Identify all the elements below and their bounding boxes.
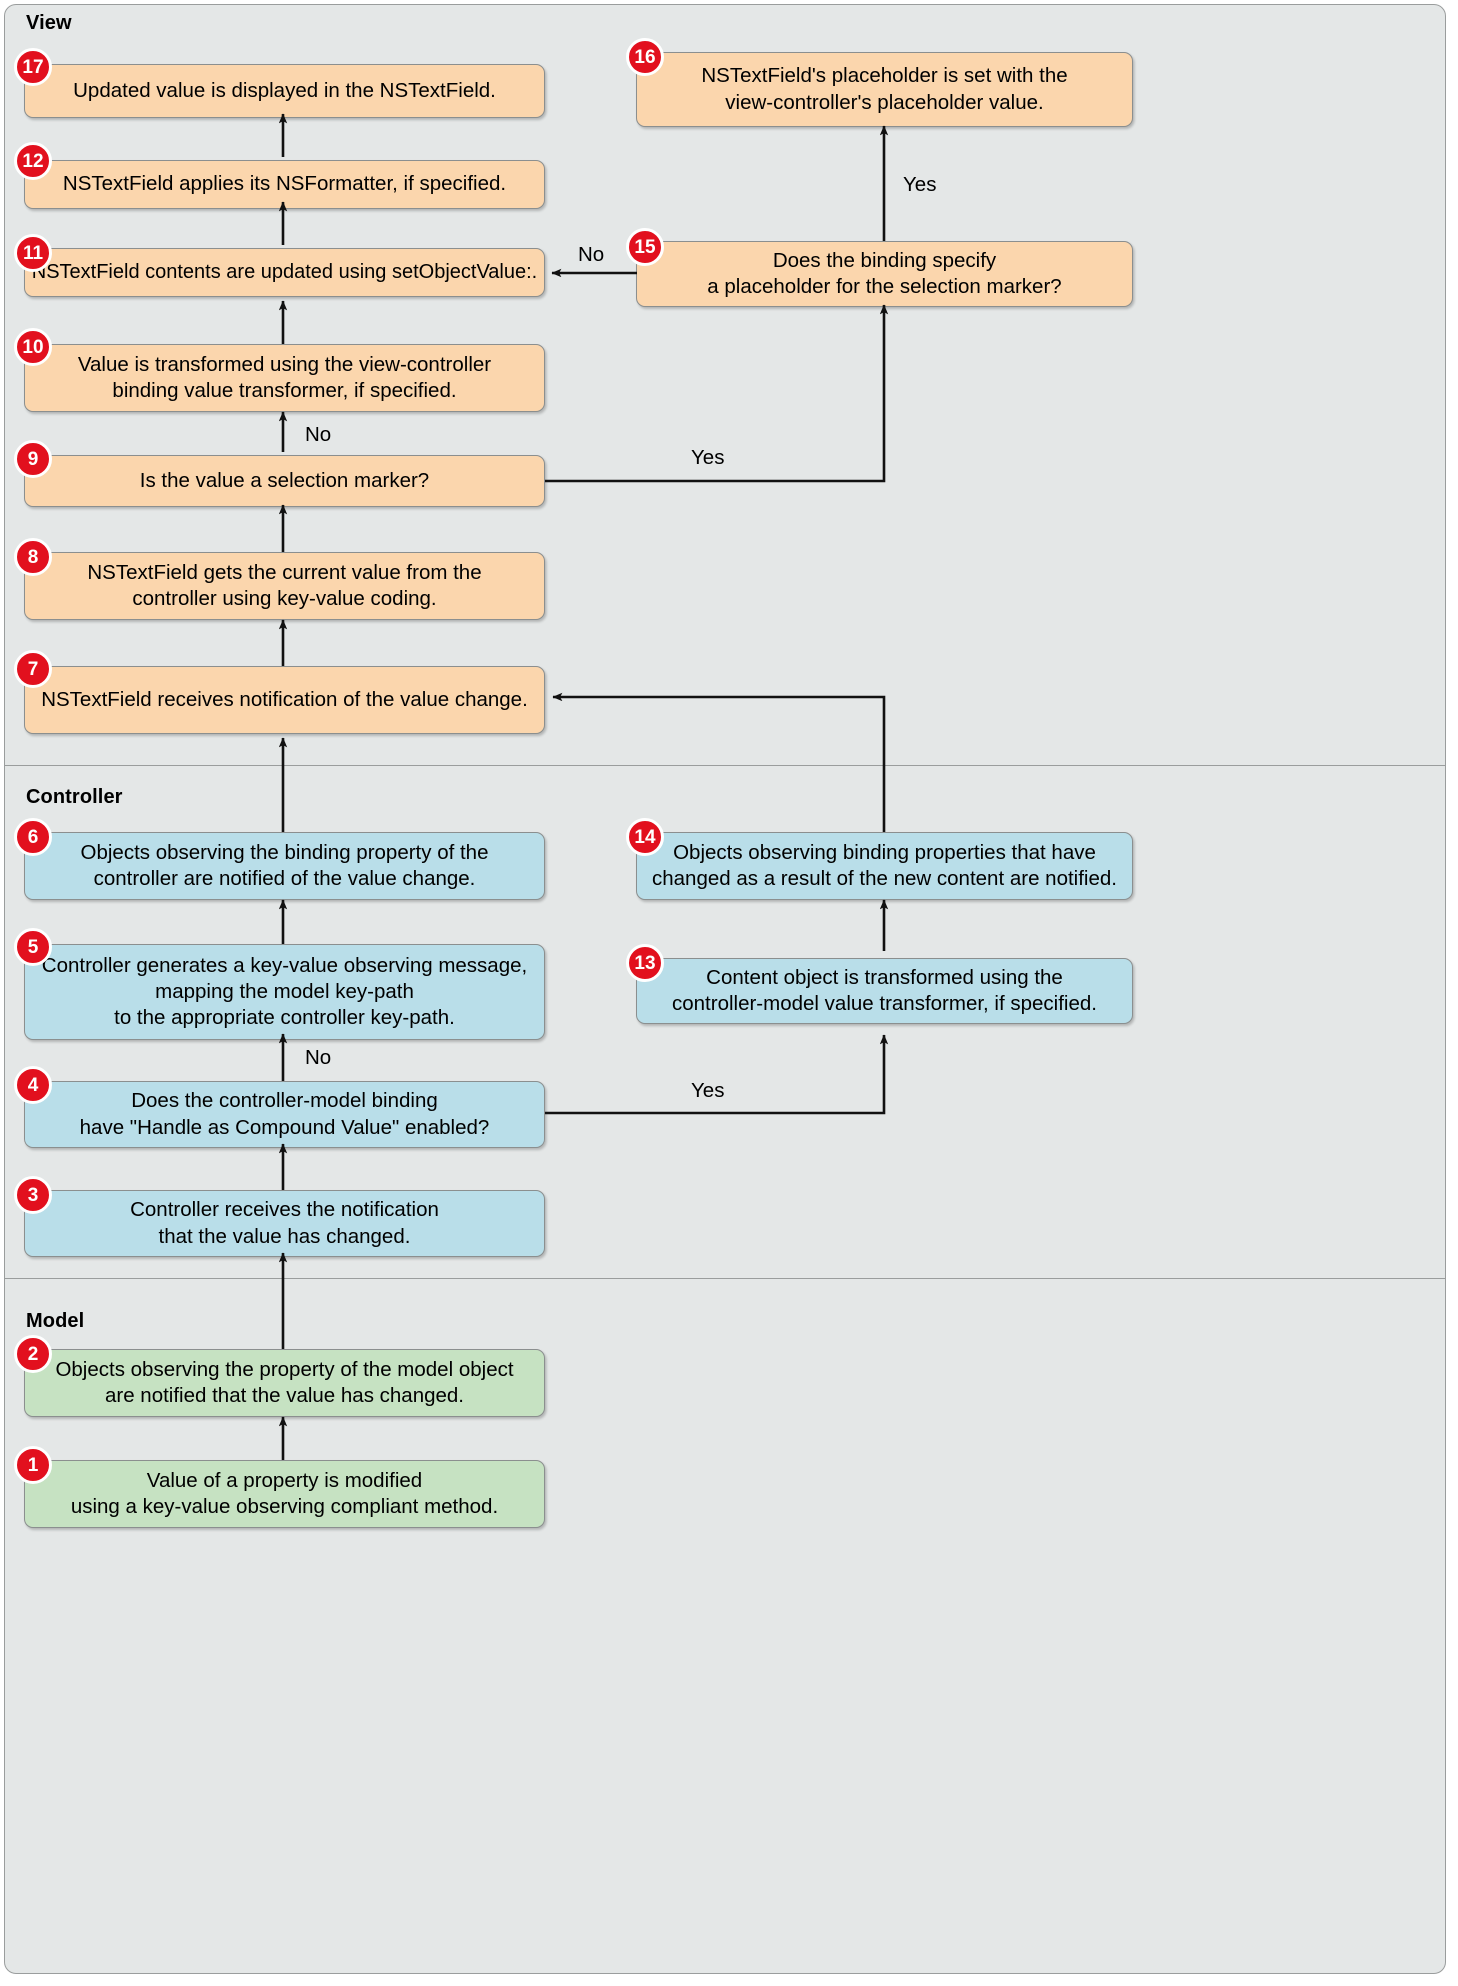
badge-14: 14 [626, 818, 664, 856]
node-2-text: Objects observing the property of the mo… [55, 1357, 514, 1407]
node-12-text: NSTextField applies its NSFormatter, if … [62, 172, 507, 196]
node-8[interactable]: NSTextField gets the current value from … [24, 552, 545, 620]
badge-5: 5 [14, 928, 52, 966]
node-10-text: Value is transformed using the view-cont… [77, 352, 492, 402]
node-16-text: NSTextField's placeholder is set with th… [701, 64, 1068, 114]
edge-label-4-yes: Yes [691, 1079, 725, 1102]
edge-label-4-no: No [305, 1046, 332, 1069]
badge-15: 15 [626, 228, 664, 266]
node-16[interactable]: NSTextField's placeholder is set with th… [636, 52, 1133, 127]
divider-controller-model [5, 1278, 1445, 1279]
badge-4: 4 [14, 1066, 52, 1104]
band-label-model: Model [26, 1310, 85, 1332]
badge-10: 10 [14, 328, 52, 366]
badge-12: 12 [14, 142, 52, 180]
badge-16: 16 [626, 38, 664, 76]
node-9-text: Is the value a selection marker? [139, 468, 430, 492]
node-7-text: NSTextField receives notification of the… [41, 687, 528, 711]
node-11-text: NSTextField contents are updated using s… [31, 260, 538, 283]
edge-label-9-no: No [305, 423, 332, 446]
badge-7: 7 [14, 650, 52, 688]
node-17-text: Updated value is displayed in the NSText… [73, 78, 496, 102]
band-label-controller: Controller [26, 786, 123, 808]
node-2[interactable]: Objects observing the property of the mo… [24, 1349, 545, 1417]
badge-1: 1 [14, 1446, 52, 1484]
edge-label-15-yes: Yes [903, 173, 937, 196]
badge-13: 13 [626, 944, 664, 982]
node-6-text: Objects observing the binding property o… [80, 840, 489, 890]
node-12[interactable]: NSTextField applies its NSFormatter, if … [24, 160, 545, 209]
badge-8: 8 [14, 538, 52, 576]
node-9[interactable]: Is the value a selection marker? [24, 455, 545, 507]
node-14[interactable]: Objects observing binding properties tha… [636, 832, 1133, 900]
node-10[interactable]: Value is transformed using the view-cont… [24, 344, 545, 412]
node-6[interactable]: Objects observing the binding property o… [24, 832, 545, 900]
badge-3: 3 [14, 1176, 52, 1214]
badge-2: 2 [14, 1335, 52, 1373]
node-8-text: NSTextField gets the current value from … [87, 560, 482, 610]
node-5-text: Controller generates a key-value observi… [41, 953, 528, 1030]
divider-view-controller [5, 765, 1445, 766]
badge-6: 6 [14, 818, 52, 856]
edge-label-9-yes: Yes [691, 446, 725, 469]
band-label-view: View [26, 12, 72, 34]
badge-11: 11 [14, 234, 52, 272]
badge-17: 17 [14, 48, 52, 86]
node-7[interactable]: NSTextField receives notification of the… [24, 666, 545, 734]
badge-9: 9 [14, 440, 52, 478]
edge-label-15-no: No [578, 243, 605, 266]
node-17[interactable]: Updated value is displayed in the NSText… [24, 64, 545, 118]
node-11[interactable]: NSTextField contents are updated using s… [24, 248, 545, 297]
node-14-text: Objects observing binding properties tha… [652, 840, 1117, 890]
node-5[interactable]: Controller generates a key-value observi… [24, 944, 545, 1040]
